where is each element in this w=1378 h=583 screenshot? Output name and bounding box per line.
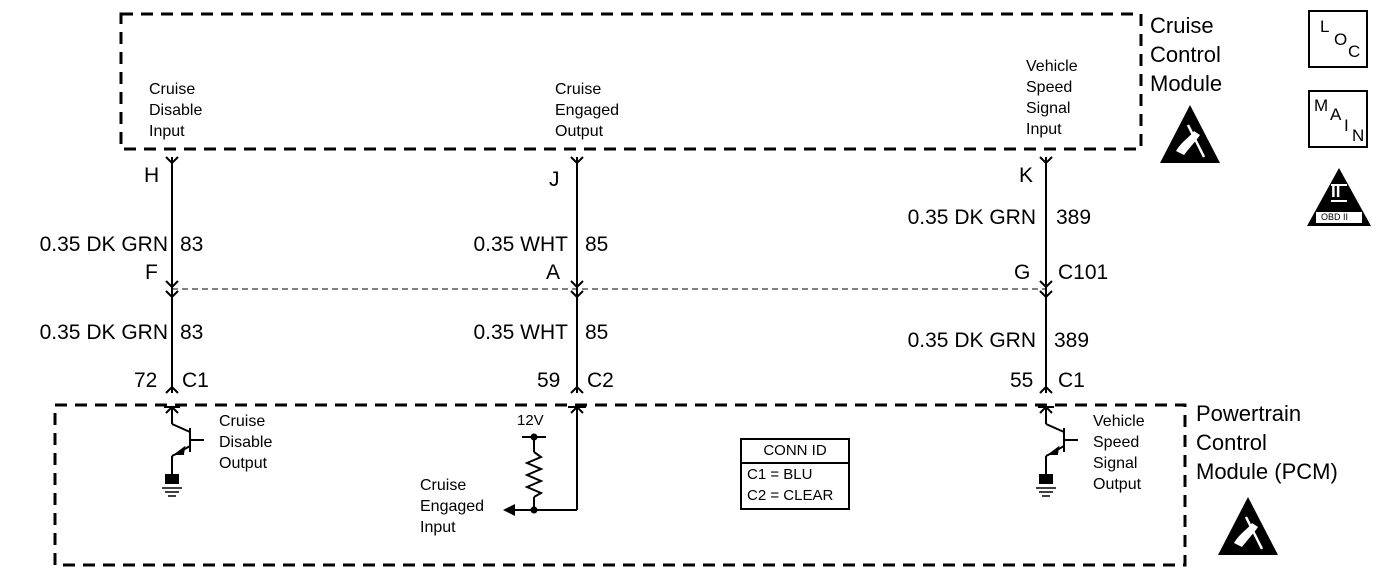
- conn-id-table: CONN ID C1 = BLU C2 = CLEAR: [740, 438, 850, 510]
- supply-voltage-label: 12V: [517, 412, 544, 429]
- main-badge-icon: M A I N: [1308, 90, 1368, 148]
- wire-circuit-85-lower: 85: [585, 321, 609, 344]
- pcm-pin-72: 72: [134, 369, 158, 392]
- obd-ii-text: OBD II: [1321, 212, 1349, 222]
- wire-color-85-lower: 0.35 WHT: [473, 321, 568, 344]
- pcm-pin-59: 59: [537, 369, 561, 392]
- pcm-label-cruise-disable: Cruise Disable Output: [219, 413, 273, 472]
- loc-badge-icon: L O C: [1308, 10, 1368, 68]
- wire-color-83-upper: 0.35 DK GRN: [39, 233, 168, 256]
- ccm-name: Cruise Control Module: [1150, 13, 1223, 96]
- wire-cruise-disable: [165, 156, 179, 394]
- wire-circuit-389-lower: 389: [1054, 329, 1090, 352]
- pcm-label-vehicle-speed: Vehicle Speed Signal Output: [1093, 413, 1145, 493]
- pcm-connector-c1: C1: [1058, 369, 1085, 392]
- esd-warning-icon: [1160, 105, 1220, 163]
- wire-color-389-upper: 0.35 DK GRN: [907, 206, 1036, 229]
- pcm-connector-c1: C1: [182, 369, 209, 392]
- wire-color-389-lower: 0.35 DK GRN: [907, 329, 1036, 352]
- wire-circuit-83-upper: 83: [180, 233, 204, 256]
- inline-connector-id: C101: [1058, 261, 1109, 284]
- pin-k: K: [1019, 164, 1034, 187]
- pcm-outline: [53, 403, 1187, 567]
- obd-ii-numeral: II: [1331, 182, 1341, 201]
- transistor-vehicle-speed: [1038, 405, 1078, 476]
- inline-pin-g: G: [1014, 261, 1031, 284]
- wire-color-85-upper: 0.35 WHT: [473, 233, 568, 256]
- ccm-label-cruise-disable: Cruise Disable Input: [149, 81, 203, 140]
- ccm-outline: [119, 12, 1143, 151]
- wire-cruise-engaged: [570, 156, 584, 394]
- pcm-label-cruise-engaged: Cruise Engaged Input: [420, 477, 485, 536]
- pin-h: H: [144, 164, 160, 187]
- wire-circuit-85-upper: 85: [585, 233, 609, 256]
- transistor-cruise-disable: [164, 405, 204, 476]
- ground-icon: [1036, 474, 1056, 497]
- pcm-connector-c2: C2: [587, 369, 614, 392]
- ccm-label-cruise-engaged: Cruise Engaged Output: [555, 81, 620, 140]
- wire-circuit-389-upper: 389: [1056, 206, 1092, 229]
- esd-warning-icon: [1218, 497, 1278, 555]
- wire-circuit-83-lower: 83: [180, 321, 204, 344]
- conn-id-title: CONN ID: [742, 440, 848, 464]
- conn-id-row: C1 = BLU: [747, 466, 813, 483]
- pin-j: J: [549, 168, 560, 191]
- inline-pin-f: F: [145, 261, 158, 284]
- wire-color-83-lower: 0.35 DK GRN: [39, 321, 168, 344]
- pcm-pin-55: 55: [1010, 369, 1034, 392]
- ground-icon: [162, 474, 182, 497]
- wire-vehicle-speed: [1039, 156, 1053, 394]
- pullup-cruise-engaged: [512, 405, 586, 511]
- obd-ii-icon: [1307, 168, 1371, 226]
- conn-id-row: C2 = CLEAR: [747, 487, 834, 504]
- inline-pin-a: A: [546, 261, 561, 284]
- pullup-nodes: [503, 433, 538, 516]
- pcm-name: Powertrain Control Module (PCM): [1196, 401, 1338, 484]
- ccm-label-vehicle-speed: Vehicle Speed Signal Input: [1026, 58, 1078, 138]
